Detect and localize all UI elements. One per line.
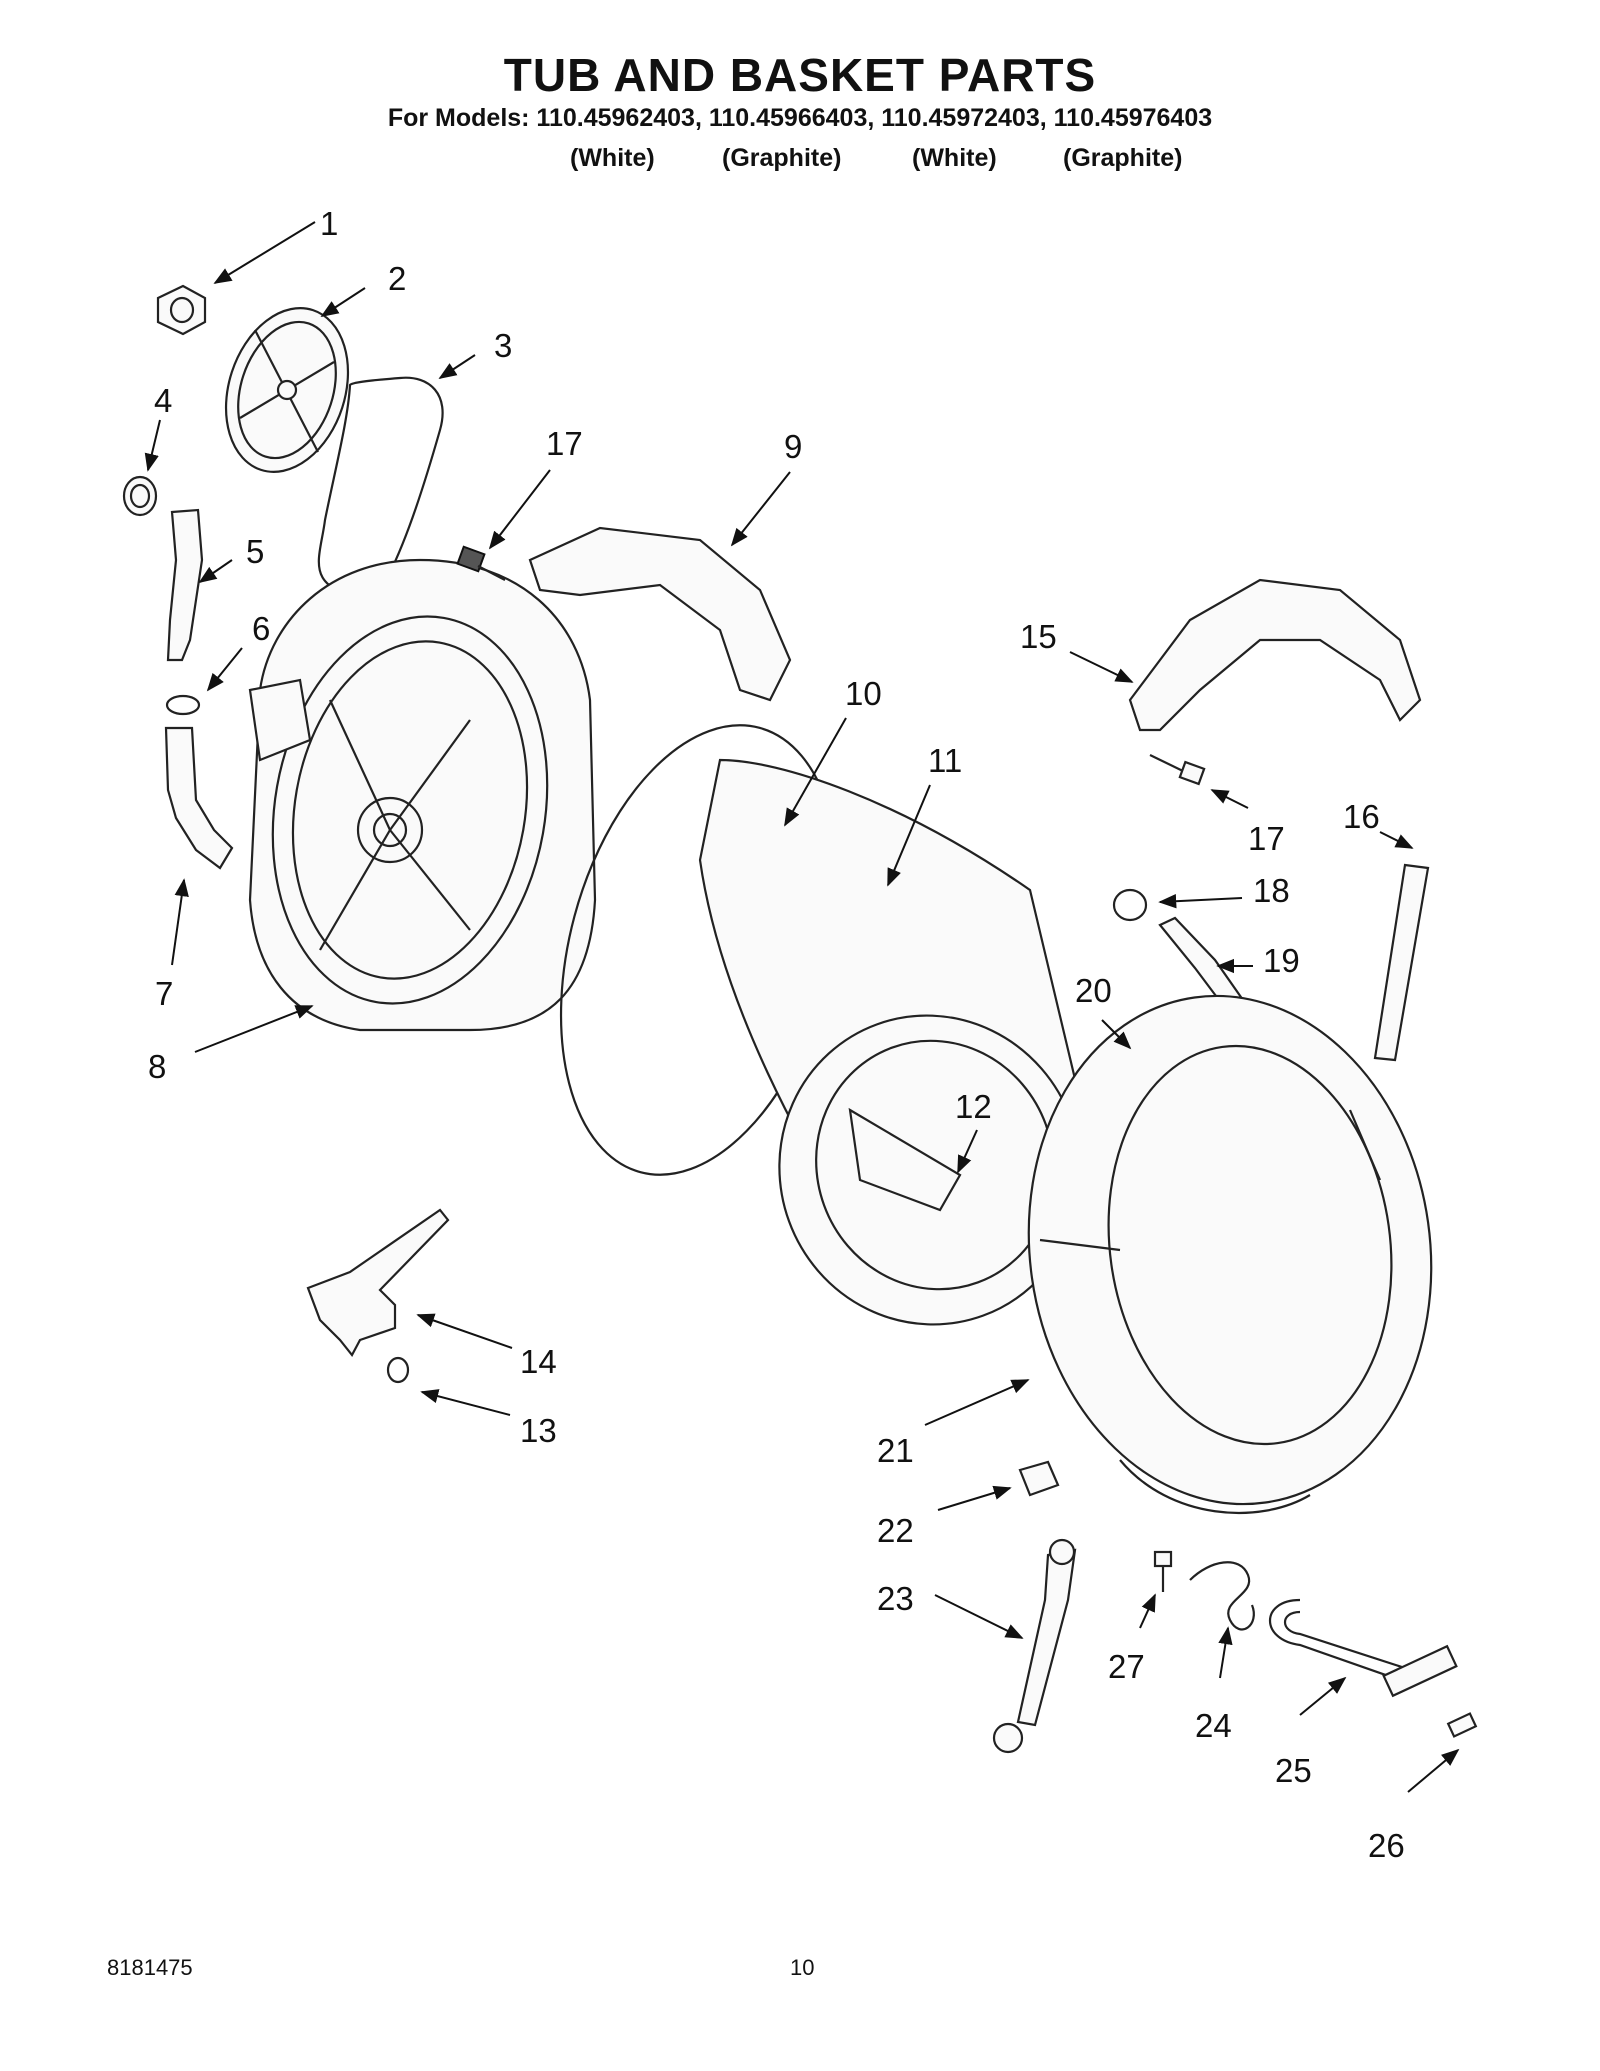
callout-13: 13 <box>520 1412 557 1449</box>
callout-7: 7 <box>155 975 173 1012</box>
callout-16: 16 <box>1343 798 1380 835</box>
variant-label-2: (Graphite) <box>722 144 842 172</box>
part-connector <box>1446 1712 1478 1738</box>
callout-24: 24 <box>1195 1707 1232 1744</box>
part-heater-bracket <box>306 1208 450 1357</box>
callout-15: 15 <box>1020 618 1057 655</box>
part-shock <box>992 1538 1077 1754</box>
part-heater <box>1269 1598 1458 1698</box>
callout-27: 27 <box>1108 1648 1145 1685</box>
callout-4: 4 <box>154 382 172 419</box>
part-nut <box>156 284 207 336</box>
part-wire <box>1189 1561 1255 1631</box>
callout-10: 10 <box>845 675 882 712</box>
part-bracket <box>166 508 204 662</box>
callout-22: 22 <box>877 1512 914 1549</box>
page-title: TUB AND BASKET PARTS <box>503 49 1097 101</box>
document-number: 8181475 <box>107 1955 193 1980</box>
callout-26: 26 <box>1368 1827 1405 1864</box>
part-rear-tub <box>248 558 597 1032</box>
variant-label-3: (White) <box>912 144 997 172</box>
callout-numbers: 1 2 3 4 5 6 7 8 9 17 10 11 12 14 13 15 1… <box>148 205 1405 1864</box>
callout-12: 12 <box>955 1088 992 1125</box>
part-bolt-lower <box>1149 754 1206 786</box>
page-number: 10 <box>790 1955 815 1980</box>
variant-label-1: (White) <box>570 144 655 172</box>
callout-19: 19 <box>1263 942 1300 979</box>
leader-lines <box>144 221 1460 1793</box>
callout-21: 21 <box>877 1432 914 1469</box>
callout-17: 17 <box>546 425 583 462</box>
callout-3: 3 <box>494 327 512 364</box>
part-upper-bracket <box>1128 578 1422 732</box>
part-spring-hose <box>1373 863 1430 1062</box>
part-clamp-small <box>1112 888 1148 922</box>
callout-17b: 17 <box>1248 820 1285 857</box>
part-front-tub <box>1027 994 1433 1515</box>
callout-14: 14 <box>520 1343 557 1380</box>
part-top-bracket <box>528 526 792 702</box>
callout-2: 2 <box>388 260 406 297</box>
callout-11: 11 <box>928 742 962 779</box>
callout-18: 18 <box>1253 872 1290 909</box>
models-line: For Models: 110.45962403, 110.45966403, … <box>387 104 1213 132</box>
variant-label-4: (Graphite) <box>1063 144 1183 172</box>
callout-20: 20 <box>1075 972 1112 1009</box>
part-o-ring <box>386 1356 410 1384</box>
callout-5: 5 <box>246 533 264 570</box>
callout-1: 1 <box>320 205 338 242</box>
part-gasket <box>1018 1460 1060 1497</box>
callout-25: 25 <box>1275 1752 1312 1789</box>
part-cap <box>122 475 158 517</box>
part-hose <box>164 726 234 870</box>
callout-6: 6 <box>252 610 270 647</box>
part-clamp <box>165 694 201 716</box>
part-pulley <box>224 307 350 473</box>
part-screw <box>1153 1550 1173 1592</box>
part-bolt-upper <box>456 545 506 581</box>
callout-23: 23 <box>877 1580 914 1617</box>
callout-8: 8 <box>148 1048 166 1085</box>
callout-9: 9 <box>784 428 802 465</box>
